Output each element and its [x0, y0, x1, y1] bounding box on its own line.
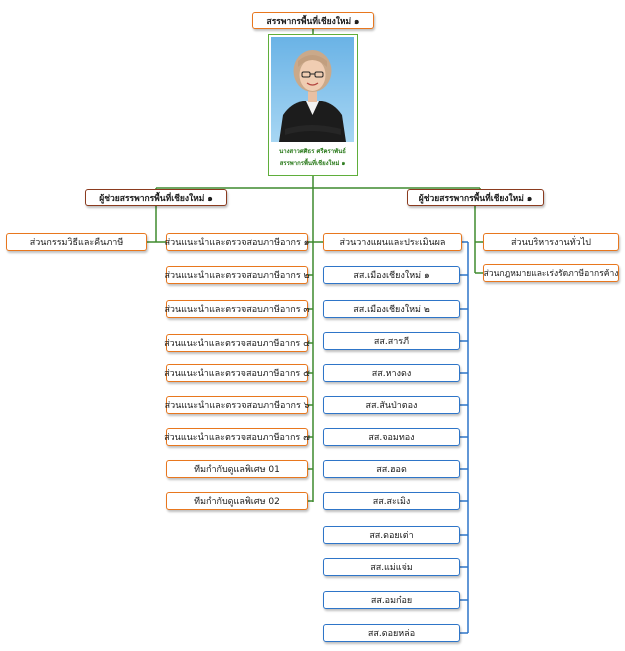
planning-evaluation-unit: ส่วนวางแผนและประเมินผล: [323, 233, 462, 251]
unit-label: ทีมกำกับดูแลพิเศษ 01: [194, 465, 280, 475]
director-photo: [271, 37, 354, 142]
audit-unit-2: ส่วนแนะนำและตรวจสอบภาษีอากร ๒: [164, 266, 310, 284]
left-assistant-box: ผู้ช่วยสรรพากรพื้นที่เชียงใหม่ ๑: [85, 189, 227, 206]
branch-office-2: สส.เมืองเชียงใหม่ ๒: [323, 300, 460, 318]
branch-office-9: สส.ดอยเต่า: [323, 526, 460, 544]
branch-label: สส.แม่แจ่ม: [370, 563, 413, 573]
branch-office-1: สส.เมืองเชียงใหม่ ๑: [323, 266, 460, 284]
unit-label: ส่วนกรรมวิธีและคืนภาษี: [29, 238, 124, 248]
unit-label: ส่วนแนะนำและตรวจสอบภาษีอากร ๖: [164, 401, 310, 411]
special-team-02: ทีมกำกับดูแลพิเศษ 02: [166, 492, 308, 510]
legal-collection-unit: ส่วนกฎหมายและเร่งรัดภาษีอากรค้าง: [483, 264, 619, 282]
left-assistant-label: ผู้ช่วยสรรพากรพื้นที่เชียงใหม่ ๑: [99, 193, 213, 204]
director-name: นางสาวศศิธร ศรีคราพันธ์: [279, 148, 346, 155]
director-position: สรรพากรพื้นที่เชียงใหม่ ๑: [279, 160, 346, 167]
audit-unit-6: ส่วนแนะนำและตรวจสอบภาษีอากร ๖: [164, 396, 310, 414]
tax-procedure-refund-unit: ส่วนกรรมวิธีและคืนภาษี: [6, 233, 147, 251]
director-card: นางสาวศศิธร ศรีคราพันธ์ สรรพากรพื้นที่เช…: [268, 34, 358, 176]
unit-label: ส่วนแนะนำและตรวจสอบภาษีอากร ๗: [164, 433, 310, 443]
audit-unit-3: ส่วนแนะนำและตรวจสอบภาษีอากร ๓: [164, 300, 310, 318]
branch-office-6: สส.จอมทอง: [323, 428, 460, 446]
audit-unit-5: ส่วนแนะนำและตรวจสอบภาษีอากร ๕: [164, 364, 310, 382]
special-team-01: ทีมกำกับดูแลพิเศษ 01: [166, 460, 308, 478]
general-admin-unit: ส่วนบริหารงานทั่วไป: [483, 233, 619, 251]
branch-label: สส.ดอยเต่า: [369, 531, 414, 541]
unit-label: ส่วนกฎหมายและเร่งรัดภาษีอากรค้าง: [483, 269, 619, 279]
unit-label: ส่วนแนะนำและตรวจสอบภาษีอากร ๕: [164, 369, 310, 379]
branch-label: สส.สารภี: [373, 337, 410, 347]
branch-label: สส.สันป่าตอง: [365, 401, 418, 411]
branch-label: สส.หางดง: [371, 369, 412, 379]
unit-label: ส่วนแนะนำและตรวจสอบภาษีอากร ๔: [164, 339, 310, 349]
branch-office-8: สส.สะเมิง: [323, 492, 460, 510]
unit-label: ส่วนวางแผนและประเมินผล: [339, 238, 446, 248]
unit-label: ทีมกำกับดูแลพิเศษ 02: [194, 497, 280, 507]
top-title-box: สรรพากรพื้นที่เชียงใหม่ ๑: [252, 12, 374, 29]
branch-office-3: สส.สารภี: [323, 332, 460, 350]
branch-label: สส.เมืองเชียงใหม่ ๒: [353, 305, 430, 315]
audit-unit-1: ส่วนแนะนำและตรวจสอบภาษีอากร ๑: [164, 233, 310, 251]
top-title: สรรพากรพื้นที่เชียงใหม่ ๑: [266, 16, 360, 27]
unit-label: ส่วนบริหารงานทั่วไป: [511, 238, 591, 248]
branch-office-11: สส.อมก๋อย: [323, 591, 460, 609]
audit-unit-7: ส่วนแนะนำและตรวจสอบภาษีอากร ๗: [164, 428, 310, 446]
right-assistant-label: ผู้ช่วยสรรพากรพื้นที่เชียงใหม่ ๑: [418, 193, 533, 204]
branch-office-12: สส.ดอยหล่อ: [323, 624, 460, 642]
branch-label: สส.ฮอด: [376, 465, 407, 475]
unit-label: ส่วนแนะนำและตรวจสอบภาษีอากร ๓: [164, 305, 310, 315]
branch-label: สส.ดอยหล่อ: [367, 629, 416, 639]
branch-label: สส.สะเมิง: [372, 497, 411, 507]
branch-office-7: สส.ฮอด: [323, 460, 460, 478]
unit-label: ส่วนแนะนำและตรวจสอบภาษีอากร ๑: [164, 238, 310, 248]
unit-label: ส่วนแนะนำและตรวจสอบภาษีอากร ๒: [164, 271, 310, 281]
branch-label: สส.จอมทอง: [368, 433, 415, 443]
right-assistant-box: ผู้ช่วยสรรพากรพื้นที่เชียงใหม่ ๑: [407, 189, 544, 206]
audit-unit-4: ส่วนแนะนำและตรวจสอบภาษีอากร ๔: [164, 334, 310, 352]
branch-office-4: สส.หางดง: [323, 364, 460, 382]
branch-office-5: สส.สันป่าตอง: [323, 396, 460, 414]
branch-label: สส.เมืองเชียงใหม่ ๑: [353, 271, 430, 281]
branch-label: สส.อมก๋อย: [370, 596, 413, 606]
branch-office-10: สส.แม่แจ่ม: [323, 558, 460, 576]
